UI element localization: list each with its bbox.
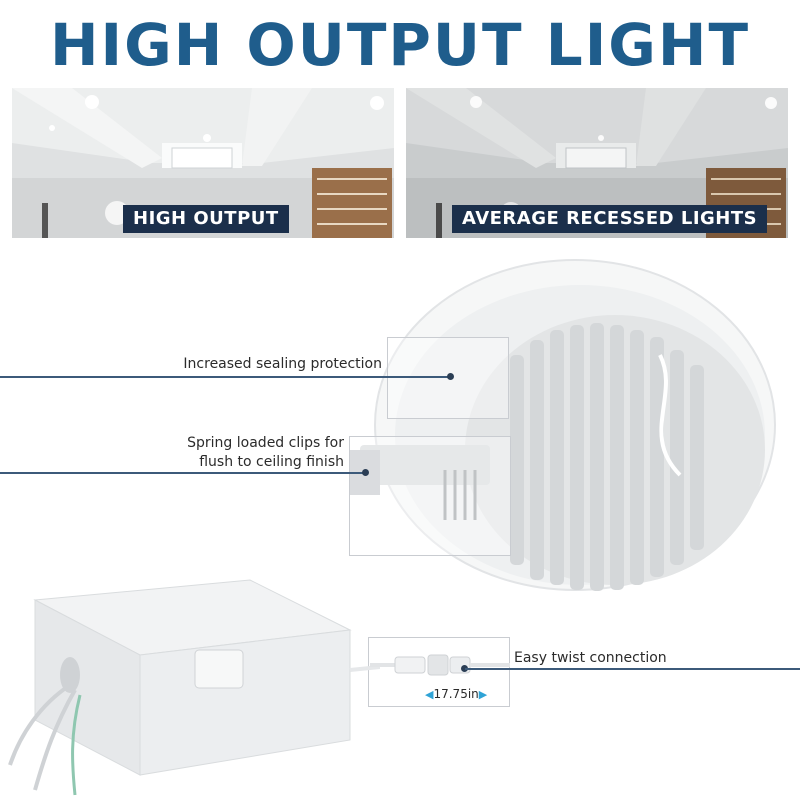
page-title: HIGH OUTPUT LIGHT: [49, 11, 751, 79]
sealing-callout-dot: [447, 373, 454, 380]
clips-callout-box: [349, 436, 511, 556]
room-illustration: [12, 88, 394, 238]
arrow-left-icon: ◀: [425, 688, 434, 701]
junction-box-illustration: [8, 579, 380, 796]
twist-callout-dot: [461, 665, 468, 672]
spring-clips-label-line2: flush to ceiling finish: [199, 454, 344, 470]
clips-callout-dot: [362, 469, 369, 476]
easy-twist-connection-label: Easy twist connection: [514, 650, 667, 666]
high-output-room-photo: [12, 88, 394, 238]
sealing-callout-line: [0, 376, 450, 378]
cable-length-value: 17.75in: [433, 687, 479, 701]
cable-length-measurement: ◀17.75in▶: [425, 687, 487, 701]
average-recessed-lights-label: AVERAGE RECESSED LIGHTS: [452, 205, 768, 233]
clips-callout-line: [0, 472, 365, 474]
high-output-label: HIGH OUTPUT: [123, 205, 289, 233]
recessed-light-illustration: [350, 259, 776, 591]
twist-callout-line: [465, 668, 800, 670]
spring-clips-label-line1: Spring loaded clips for: [187, 435, 344, 451]
arrow-right-icon: ▶: [478, 688, 488, 701]
sealing-protection-label: Increased sealing protection: [183, 356, 382, 372]
twist-connector-illustration: [370, 654, 510, 676]
